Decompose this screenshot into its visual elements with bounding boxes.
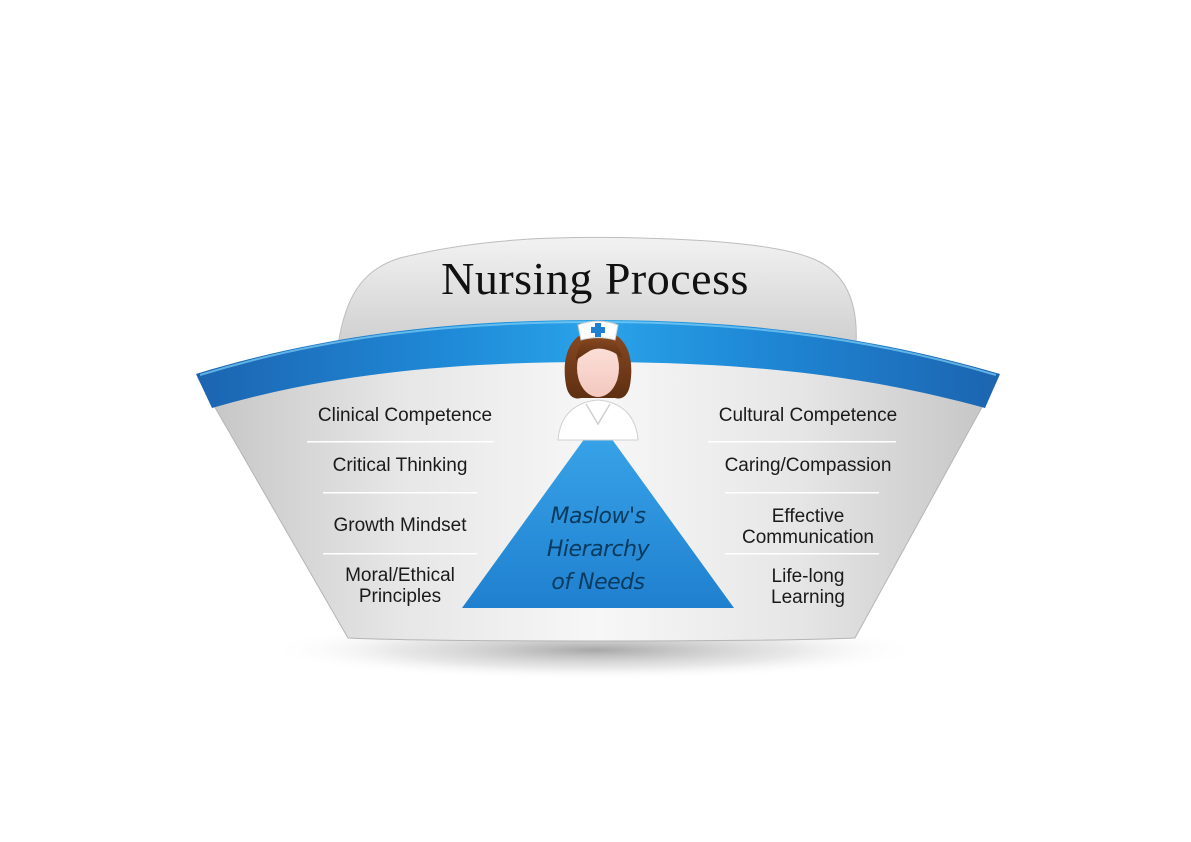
maslow-label-line: of Needs — [551, 570, 645, 595]
right-separator — [708, 441, 896, 443]
right-item-caring-compassion: Caring/Compassion — [693, 455, 923, 476]
left-item-line: Growth Mindset — [333, 515, 467, 536]
right-item-effective-communication: Effective Communication — [693, 506, 923, 548]
left-separator — [323, 553, 477, 555]
left-item-clinical-competence: Clinical Competence — [290, 405, 520, 426]
maslow-label-line: Maslow's — [550, 504, 647, 529]
maslow-triangle — [462, 420, 734, 608]
nurse-icon — [557, 320, 639, 441]
right-item-line: Caring/Compassion — [724, 455, 892, 476]
right-item-line: Learning — [771, 587, 845, 608]
left-separator — [323, 492, 477, 494]
page-title: Nursing Process — [441, 253, 749, 304]
blue-band — [196, 320, 1000, 408]
left-item-line: Clinical Competence — [317, 405, 493, 426]
right-item-line: Effective — [771, 506, 845, 527]
title-cap — [337, 236, 857, 346]
right-separator — [725, 492, 879, 494]
left-item-growth-mindset: Growth Mindset — [290, 515, 510, 536]
left-separator — [307, 441, 494, 443]
left-item-line: Critical Thinking — [332, 455, 468, 476]
left-item-line: Moral/Ethical — [345, 565, 455, 586]
left-item-critical-thinking: Critical Thinking — [290, 455, 510, 476]
right-item-line: Cultural Competence — [718, 405, 898, 426]
maslow-label: Maslow's Hierarchy of Needs — [508, 500, 688, 599]
maslow-label-line: Hierarchy — [546, 537, 650, 562]
right-item-life-long-learning: Life-long Learning — [693, 566, 923, 608]
left-item-line: Principles — [358, 586, 442, 607]
right-item-line: Communication — [742, 527, 874, 548]
right-item-line: Life-long — [771, 566, 845, 587]
right-item-cultural-competence: Cultural Competence — [693, 405, 923, 426]
medical-cross-icon — [591, 323, 605, 337]
right-separator — [725, 553, 879, 555]
left-item-moral-ethical-principles: Moral/Ethical Principles — [290, 565, 510, 607]
